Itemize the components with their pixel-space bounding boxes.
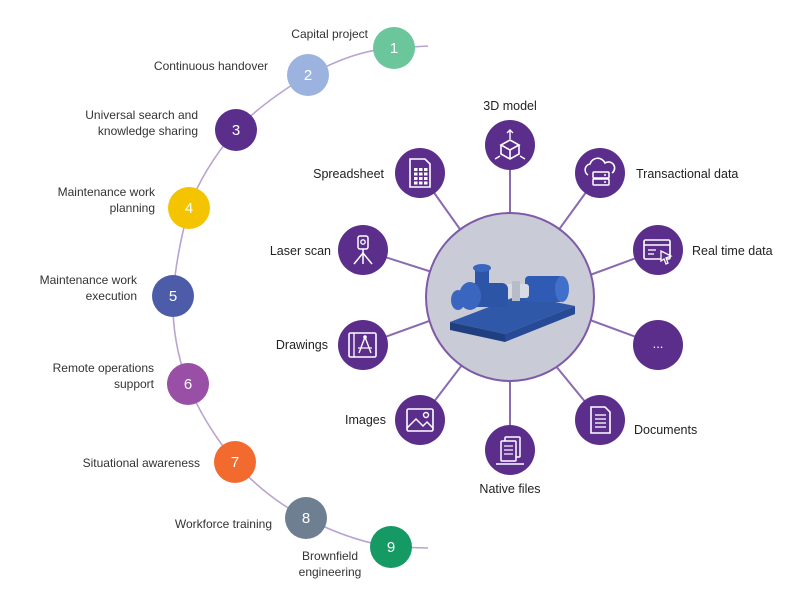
node-transactional-data: Transactional data — [575, 148, 738, 198]
step-number: 5 — [169, 288, 177, 305]
step-label: engineering — [299, 565, 362, 579]
lifecycle-step-3: 3 Universal search and knowledge sharing — [85, 108, 257, 151]
step-label: Capital project — [291, 27, 368, 41]
step-label: support — [114, 377, 155, 391]
blueprint-icon — [348, 332, 377, 358]
node-circle — [575, 395, 625, 445]
node-spreadsheet: Spreadsheet — [313, 148, 445, 198]
step-label: Maintenance work — [58, 185, 156, 199]
node-circle — [633, 225, 683, 275]
node-native-files: Native files — [479, 425, 541, 496]
step-label: Remote operations — [53, 361, 154, 375]
step-marker — [152, 275, 194, 317]
document-icon — [590, 406, 611, 434]
node-label: Spreadsheet — [313, 167, 384, 181]
step-marker — [214, 441, 256, 483]
node-label: Images — [345, 413, 386, 427]
step-label: knowledge sharing — [98, 124, 198, 138]
node-laser-scan: Laser scan — [270, 225, 388, 275]
lifecycle-step-4: 4 Maintenance work planning — [58, 185, 210, 229]
node-images: Images — [345, 395, 445, 445]
step-label: execution — [86, 289, 137, 303]
step-number: 8 — [302, 510, 310, 527]
node-more: ... — [633, 320, 683, 370]
node-label: Transactional data — [636, 167, 738, 181]
step-number: 4 — [185, 200, 193, 217]
step-label: Universal search and — [85, 108, 198, 122]
node-circle — [633, 320, 683, 370]
step-number: 6 — [184, 376, 192, 393]
cloud-database-icon — [584, 157, 616, 186]
lifecycle-step-7: 7 Situational awareness — [83, 441, 256, 483]
step-marker — [370, 526, 412, 568]
node-circle — [395, 395, 445, 445]
node-circle — [485, 120, 535, 170]
step-marker — [285, 497, 327, 539]
browser-window-icon — [643, 239, 673, 265]
step-label: planning — [110, 201, 155, 215]
lifecycle-arc — [172, 45, 429, 549]
node-label: Documents — [634, 423, 697, 437]
step-number: 2 — [304, 67, 312, 84]
lifecycle-step-6: 6 Remote operations support — [53, 361, 209, 405]
node-label: 3D model — [483, 99, 537, 113]
files-stack-icon — [496, 436, 524, 465]
node-label: Native files — [479, 482, 540, 496]
node-3d-model: 3D model — [483, 99, 537, 170]
node-documents: Documents — [575, 395, 697, 445]
cube-3d-icon — [494, 129, 526, 160]
node-circle — [575, 148, 625, 198]
lifecycle-steps: 1 Capital project 2 Continuous handover 3 Uni… — [40, 27, 415, 579]
step-label: Maintenance work — [40, 273, 138, 287]
step-label: Continuous handover — [154, 59, 268, 73]
lifecycle-step-8: 8 Workforce training — [175, 497, 327, 539]
step-number: 3 — [232, 122, 240, 139]
step-marker — [215, 109, 257, 151]
step-number: 9 — [387, 539, 395, 556]
node-label: Real time data — [692, 244, 773, 258]
step-marker — [168, 187, 210, 229]
central-hub — [425, 212, 595, 382]
step-number: 1 — [390, 40, 398, 57]
lifecycle-step-5: 5 Maintenance work execution — [40, 273, 194, 317]
step-label: Situational awareness — [83, 456, 200, 470]
node-drawings: Drawings — [276, 320, 388, 370]
more-label: ... — [653, 336, 664, 351]
step-marker — [167, 363, 209, 405]
spreadsheet-icon — [409, 158, 431, 188]
node-circle — [338, 320, 388, 370]
lifecycle-step-2: 2 Continuous handover — [154, 54, 329, 96]
image-icon — [406, 408, 434, 432]
industrial-pump-icon — [450, 264, 575, 342]
laser-scanner-icon — [353, 235, 373, 265]
node-real-time-data: Real time data — [633, 225, 773, 275]
step-marker — [373, 27, 415, 69]
node-label: Laser scan — [270, 244, 331, 258]
lifecycle-step-1: 1 Capital project — [291, 27, 415, 69]
step-label: Workforce training — [175, 517, 272, 531]
step-label: Brownfield — [302, 549, 358, 563]
step-number: 7 — [231, 454, 239, 471]
step-marker — [287, 54, 329, 96]
node-label: Drawings — [276, 338, 328, 352]
